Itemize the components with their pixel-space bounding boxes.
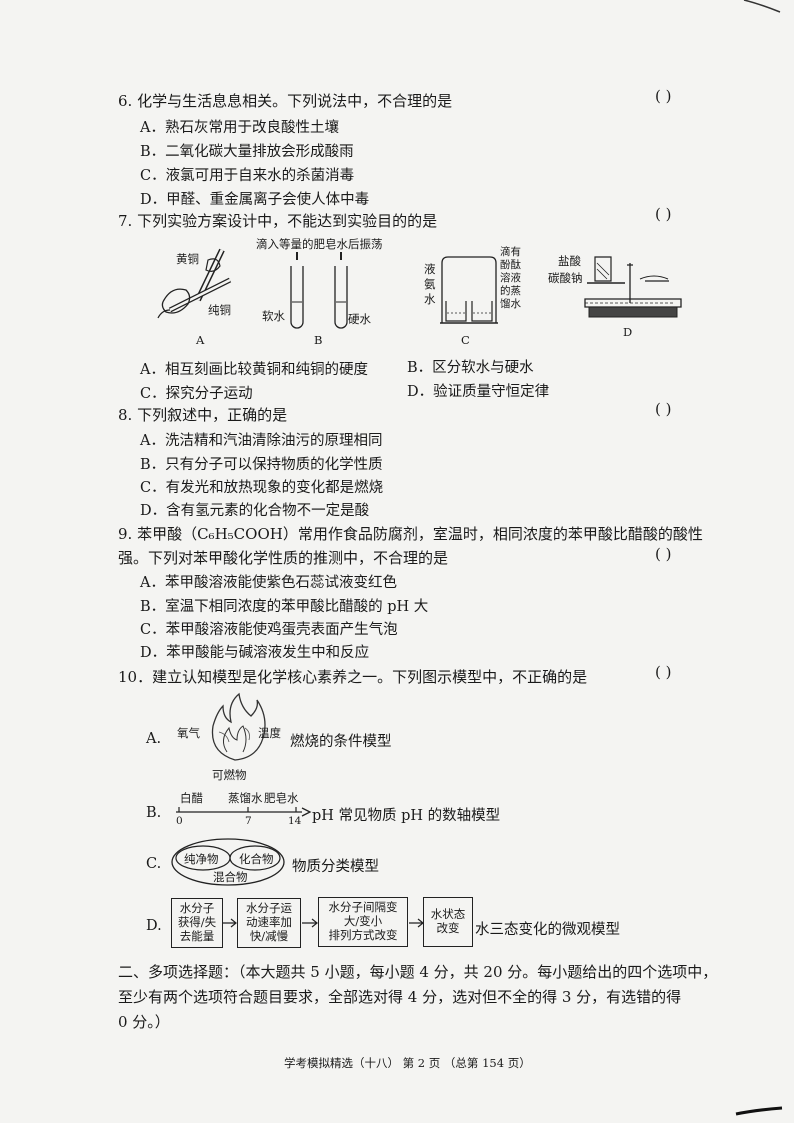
q8-option-b: B．只有分子可以保持物质的化学性质 xyxy=(140,457,383,473)
q10-b-label-vinegar: 白醋 xyxy=(180,791,203,805)
q10-a-description: 燃烧的条件模型 xyxy=(290,734,392,750)
q6-option-b: B．二氧化碳大量排放会形成酸雨 xyxy=(140,144,354,160)
scan-mark xyxy=(735,1106,783,1116)
fig-a-label-copper: 纯铜 xyxy=(208,303,231,317)
q6-stem: 6. 化学与生活息息相关。下列说法中，不合理的是 xyxy=(118,92,453,110)
q7-option-d: D．验证质量守恒定律 xyxy=(407,384,550,400)
ph-number-line xyxy=(176,807,312,817)
fig-c-label-phenolphthalein: 滴有酚酞溶液的蒸馏水 xyxy=(500,246,521,310)
q7-stem: 7. 下列实验方案设计中，不能达到实验目的的是 xyxy=(118,212,438,230)
q10-b-letter: B. xyxy=(146,805,162,821)
q6-option-d: D．甲醛、重金属离子会使人体中毒 xyxy=(140,192,370,208)
q8-option-d: D．含有氢元素的化合物不一定是酸 xyxy=(140,503,370,519)
q9-answer-paren: ( ) xyxy=(655,545,672,563)
section2-header-line2: 至少有两个选项符合题目要求，全部选对得 4 分，选对但不全的得 3 分，有选错的… xyxy=(118,988,682,1006)
test-tubes-illustration xyxy=(290,252,348,329)
q8-answer-paren: ( ) xyxy=(655,400,672,418)
q6-option-a: A．熟石灰常用于改良酸性土壤 xyxy=(140,120,339,136)
q10-b-label-distilled-water: 蒸馏水 xyxy=(228,791,263,805)
fig-a-caption: A xyxy=(196,333,205,347)
fig-d-label-hcl: 盐酸 xyxy=(558,254,581,268)
fig-d-caption: D xyxy=(623,325,633,339)
q10-a-temperature: 温度 xyxy=(258,726,281,740)
flow-arrows xyxy=(223,918,424,928)
q10-d-box-3: 水分子间隔变大/变小排列方式改变 xyxy=(318,897,408,947)
q10-c-description: 物质分类模型 xyxy=(292,859,379,875)
q9-option-a: A．苯甲酸溶液能使紫色石蕊试液变红色 xyxy=(140,575,397,591)
q8-stem: 8. 下列叙述中，正确的是 xyxy=(118,406,288,424)
classification-diagram xyxy=(171,838,285,886)
fig-c-caption: C xyxy=(461,333,470,347)
q10-stem: 10．建立认知模型是化学核心素养之一。下列图示模型中，不正确的是 xyxy=(118,668,588,686)
q10-a-letter: A. xyxy=(146,731,162,747)
section2-header-line1: 二、多项选择题：（本大题共 5 小题，每小题 4 分，共 20 分。每小题给出的… xyxy=(118,963,718,981)
fig-d-label-na2co3: 碳酸钠 xyxy=(548,271,583,285)
q10-d-box-4: 水状态改变 xyxy=(423,897,473,947)
q10-b-tick-14: 14 xyxy=(288,815,302,827)
q10-b-label-soap-water: 肥皂水 xyxy=(264,791,299,805)
q6-option-c: C．液氯可用于自来水的杀菌消毒 xyxy=(140,168,355,184)
q10-b-tick-0: 0 xyxy=(176,815,183,827)
q6-answer-paren: ( ) xyxy=(655,87,672,105)
q9-option-b: B．室温下相同浓度的苯甲酸比醋酸的 pH 大 xyxy=(140,599,429,615)
q8-option-a: A．洗洁精和汽油清除油污的原理相同 xyxy=(140,433,383,449)
balance-illustration xyxy=(584,256,682,318)
fig-b-label-soft-water: 软水 xyxy=(262,309,285,323)
q7-option-b: B．区分软水与硬水 xyxy=(407,360,534,376)
page-footer: 学考模拟精选（十八） 第 2 页 （总第 154 页） xyxy=(284,1056,531,1070)
q7-option-a: A．相互刻画比较黄铜和纯铜的硬度 xyxy=(140,362,368,378)
q10-d-description: 水三态变化的微观模型 xyxy=(475,922,620,938)
q9-option-d: D．苯甲酸能与碱溶液发生中和反应 xyxy=(140,645,370,661)
scan-corner-mark xyxy=(743,0,781,13)
fig-c-label-ammonia: 液氨水 xyxy=(424,262,436,306)
flame-icon xyxy=(211,692,266,761)
q10-d-letter: D. xyxy=(146,918,162,934)
q10-b-description: pH 常见物质 pH 的数轴模型 xyxy=(312,808,501,824)
q10-d-box-2: 水分子运动速率加快/减慢 xyxy=(237,898,301,948)
fig-b-caption: B xyxy=(314,333,323,347)
q9-stem-line1: 9. 苯甲酸（C₆H₅COOH）常用作食品防腐剂，室温时，相同浓度的苯甲酸比醋酸… xyxy=(118,525,703,543)
bell-jar-illustration xyxy=(440,256,498,324)
q7-option-c: C．探究分子运动 xyxy=(140,386,253,402)
q10-answer-paren: ( ) xyxy=(655,663,672,681)
fig-a-label-brass: 黄铜 xyxy=(176,252,199,266)
q7-answer-paren: ( ) xyxy=(655,205,672,223)
q10-a-combustible: 可燃物 xyxy=(212,768,247,782)
q10-c-letter: C. xyxy=(146,856,162,872)
q8-option-c: C．有发光和放热现象的变化都是燃烧 xyxy=(140,480,384,496)
q9-stem-line2: 强。下列对苯甲酸化学性质的推测中，不合理的是 xyxy=(118,549,449,567)
fig-b-label-hard-water: 硬水 xyxy=(348,312,371,326)
q10-c-mixture: 混合物 xyxy=(213,870,248,884)
q10-a-oxygen: 氧气 xyxy=(177,726,200,740)
fig-b-title: 滴入等量的肥皂水后振荡 xyxy=(256,237,383,251)
q10-d-box-1: 水分子获得/失去能量 xyxy=(171,898,223,948)
q9-option-c: C．苯甲酸溶液能使鸡蛋壳表面产生气泡 xyxy=(140,622,398,638)
q10-c-pure-substance: 纯净物 xyxy=(184,852,219,866)
section2-header-line3: 0 分。） xyxy=(118,1013,170,1031)
q10-b-tick-7: 7 xyxy=(245,815,252,827)
q10-c-compound: 化合物 xyxy=(239,852,274,866)
hands-scratching-illustration xyxy=(157,248,232,319)
